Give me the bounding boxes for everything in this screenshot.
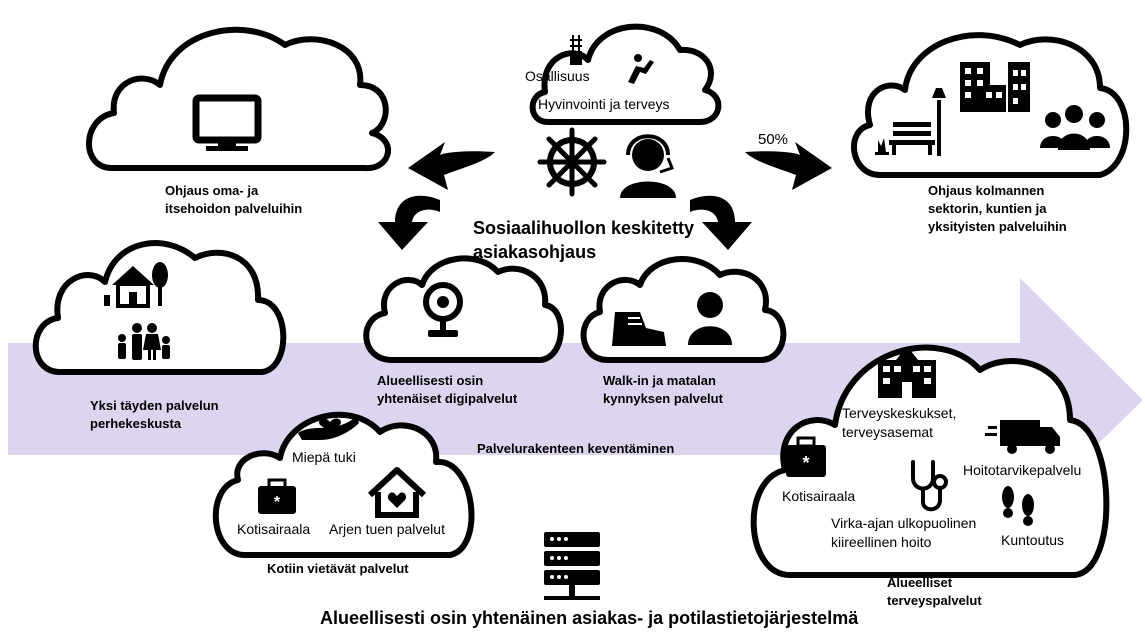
family-center-caption-line1: Yksi täyden palvelun xyxy=(90,398,219,413)
wellbeing-label: Hyvinvointi ja terveys xyxy=(538,96,670,112)
street-lamp-icon xyxy=(932,88,946,156)
walkin-caption-line1: Walk-in ja matalan xyxy=(603,373,716,388)
stethoscope-icon xyxy=(911,460,948,512)
cloud-family-center xyxy=(32,240,287,375)
health-hospital-label: Kotisairaala xyxy=(782,488,856,504)
zipper-icon xyxy=(570,35,582,65)
health-centers-line1: Terveyskeskukset, xyxy=(842,405,957,421)
heart-house-icon xyxy=(367,467,427,518)
svg-text:*: * xyxy=(274,494,281,511)
cloud-wellbeing xyxy=(529,23,722,125)
participation-label: Osallisuus xyxy=(525,68,590,84)
bottom-title: Alueellisesti osin yhtenäinen asiakas- j… xyxy=(320,608,859,628)
hand-heart-icon xyxy=(298,417,359,440)
arrow-curve-left xyxy=(378,195,440,250)
supplies-label: Hoitotarvikepalvelu xyxy=(963,462,1082,478)
home-hospital-label: Kotisairaala xyxy=(237,521,311,537)
svg-text:*: * xyxy=(802,453,809,473)
footprints-icon xyxy=(1002,486,1034,526)
group-icon xyxy=(1040,105,1110,150)
cloud-home-services xyxy=(212,411,475,558)
yoga-icon xyxy=(628,54,654,84)
headset-person-icon xyxy=(620,134,676,198)
third-sector-caption-line2: sektorin, kuntien ja xyxy=(928,201,1047,216)
third-sector-caption-line3: yksityisten palveluihin xyxy=(928,219,1067,234)
home-everyday-label: Arjen tuen palvelut xyxy=(329,521,445,537)
health-centers-line2: terveysasemat xyxy=(842,424,934,440)
rehab-label: Kuntoutus xyxy=(1001,532,1065,548)
percent-label: 50% xyxy=(758,131,789,148)
family-center-caption-line2: perhekeskusta xyxy=(90,416,182,431)
digital-caption-line1: Alueellisesti osin xyxy=(377,373,484,388)
self-care-caption-line1: Ohjaus oma- ja xyxy=(165,183,259,198)
center-title-line1: Sosiaalihuollon keskitetty xyxy=(473,218,695,238)
band-label: Palvelurakenteen keventäminen xyxy=(477,441,675,456)
service-structure-band xyxy=(8,278,1143,520)
hospital-building-icon xyxy=(878,346,936,398)
webcam-icon xyxy=(423,282,463,337)
home-services-caption: Kotiin vietävät palvelut xyxy=(267,561,409,576)
boot-icon xyxy=(612,312,666,346)
delivery-truck-icon xyxy=(985,420,1060,454)
medical-bag-icon-health: * xyxy=(786,436,826,477)
afterhours-line1: Virka-ajan ulkopuolinen xyxy=(831,515,977,531)
arrow-left xyxy=(408,142,495,190)
person-icon xyxy=(688,292,732,345)
family-icon xyxy=(118,323,170,360)
walkin-caption-line2: kynnyksen palvelut xyxy=(603,391,723,406)
arrow-right-50 xyxy=(745,142,832,190)
cloud-regional-health xyxy=(750,344,1110,578)
ship-wheel-icon xyxy=(537,127,607,197)
digital-caption-line2: yhtenäiset digipalvelut xyxy=(377,391,518,406)
afterhours-line2: kiireellinen hoito xyxy=(831,534,932,550)
medical-bag-icon: * xyxy=(258,478,296,514)
arrow-curve-right xyxy=(690,195,752,250)
city-buildings-icon xyxy=(960,62,1030,112)
center-title-line2: asiakasohjaus xyxy=(473,242,597,262)
cloud-digital xyxy=(363,255,564,363)
third-sector-caption-line1: Ohjaus kolmannen xyxy=(928,183,1045,198)
home-support-label: Miepä tuki xyxy=(292,449,356,465)
park-bench-icon xyxy=(875,122,935,155)
monitor-icon xyxy=(192,94,262,151)
regional-health-caption-line1: Alueelliset xyxy=(887,575,953,590)
house-tree-icon xyxy=(104,262,168,308)
regional-health-caption-line2: terveyspalvelut xyxy=(887,593,982,608)
server-icon xyxy=(544,532,600,600)
self-care-caption-line2: itsehoidon palveluihin xyxy=(165,201,303,216)
